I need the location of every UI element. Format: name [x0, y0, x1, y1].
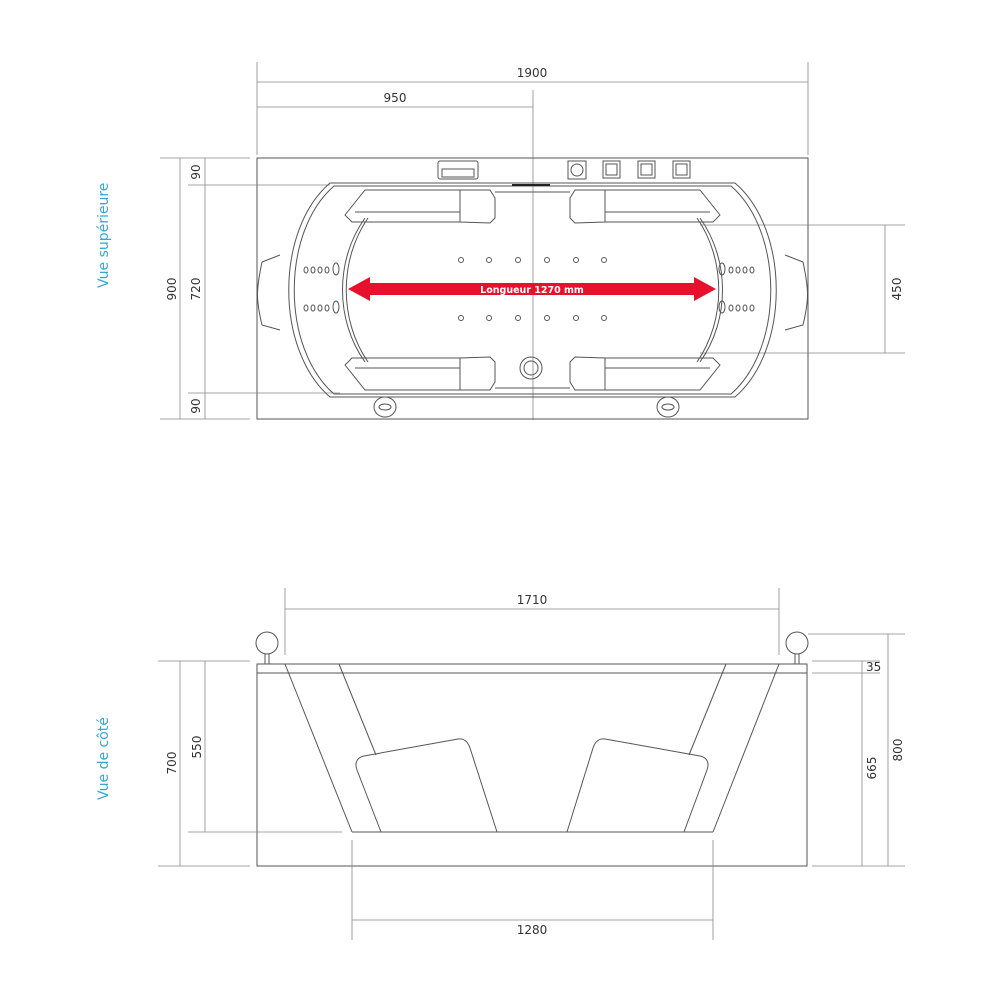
- tub-outline-side: [256, 663, 808, 867]
- dim-bottom-length: 1280: [517, 923, 548, 937]
- dim-rim-bottom: 90: [189, 398, 203, 413]
- seat-top-right: [604, 189, 721, 223]
- pillow-knob-right: [785, 631, 809, 655]
- dim-total-length: 1900: [517, 66, 548, 80]
- tub-outline-top: [256, 157, 809, 420]
- dim-apron-height: 700: [165, 752, 179, 775]
- length-arrow: Longueur 1270 mm: [348, 277, 716, 301]
- dim-rim-top: 90: [189, 164, 203, 179]
- dim-total-width: 900: [165, 278, 179, 301]
- backrest-left: [355, 738, 498, 833]
- dim-inner-depth: 550: [190, 736, 204, 759]
- dim-inner-width: 720: [189, 278, 203, 301]
- dim-half-length: 950: [384, 91, 407, 105]
- side-view-label: Vue de côté: [96, 717, 112, 800]
- dim-total-height: 800: [891, 739, 905, 762]
- jets-left: [303, 262, 340, 314]
- control-button-1: [602, 160, 621, 179]
- top-view: Vue supérieure 1900 950 900 90 720 90 45…: [96, 62, 905, 420]
- seat-top-left: [344, 189, 461, 223]
- control-button-2: [637, 160, 656, 179]
- basin-outer-inner-edge: [293, 185, 772, 395]
- control-panel: [437, 160, 479, 180]
- dim-seat-span: 450: [890, 278, 904, 301]
- dim-inner-top-length: 1710: [517, 593, 548, 607]
- pillow-knob-left: [255, 631, 279, 655]
- handle-left: [373, 396, 397, 418]
- dim-rim-thickness: 35: [866, 660, 881, 674]
- jets-right: [718, 262, 755, 314]
- top-view-label: Vue supérieure: [96, 183, 112, 288]
- handle-right: [656, 396, 680, 418]
- seat-bottom-left: [344, 357, 461, 391]
- jets-center: [458, 257, 607, 321]
- basin-outer: [288, 182, 777, 398]
- headrest-left: [257, 254, 281, 331]
- control-button-3: [672, 160, 691, 179]
- drain: [519, 356, 543, 380]
- headrest-right: [784, 254, 808, 331]
- side-view: Vue de côté 1710 1280 700: [96, 588, 905, 940]
- backrest-right: [566, 738, 709, 833]
- seat-bottom-right: [604, 357, 721, 391]
- dim-body-height: 665: [865, 757, 879, 780]
- length-arrow-label: Longueur 1270 mm: [480, 285, 584, 296]
- control-button-round: [567, 160, 587, 180]
